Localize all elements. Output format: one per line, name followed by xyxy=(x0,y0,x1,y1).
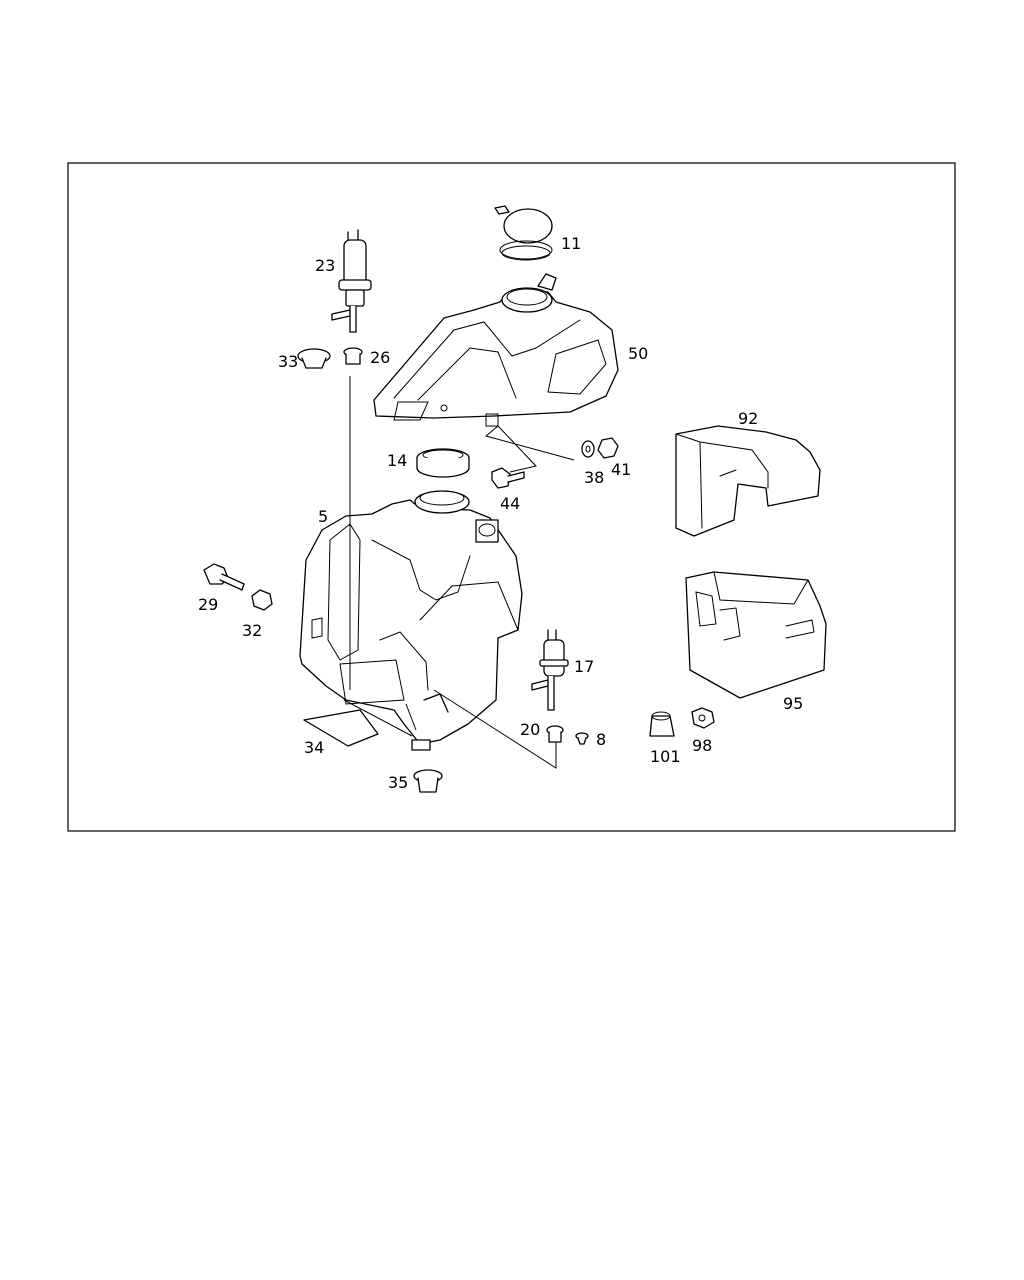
label-92: 92 xyxy=(738,409,758,428)
part-50-upper-reservoir xyxy=(373,273,619,427)
label-33: 33 xyxy=(278,352,298,371)
part-26-bushing xyxy=(343,347,363,365)
part-20-bushing xyxy=(546,725,564,743)
part-11-filler-cap xyxy=(494,205,553,261)
label-8: 8 xyxy=(596,730,606,749)
part-32-cap-nut xyxy=(251,589,273,611)
label-29: 29 xyxy=(198,595,218,614)
label-34: 34 xyxy=(304,738,324,757)
label-26: 26 xyxy=(370,348,390,367)
part-44-screw xyxy=(491,467,525,489)
diagram-frame xyxy=(67,162,956,832)
label-98: 98 xyxy=(692,736,712,755)
label-5: 5 xyxy=(318,507,328,526)
label-20: 20 xyxy=(520,720,540,739)
label-50: 50 xyxy=(628,344,648,363)
label-14: 14 xyxy=(387,451,407,470)
part-14-seal xyxy=(416,448,470,478)
part-29-valve xyxy=(203,563,245,591)
label-17: 17 xyxy=(574,657,594,676)
part-17-washer-pump xyxy=(531,629,569,711)
part-98-nut xyxy=(691,707,715,729)
part-38-washer xyxy=(581,440,595,458)
label-44: 44 xyxy=(500,494,520,513)
part-8-grommet xyxy=(575,732,589,745)
label-35: 35 xyxy=(388,773,408,792)
leader-lines-lower xyxy=(343,376,557,769)
part-34-pad xyxy=(303,709,379,747)
leader-lines-upper xyxy=(484,425,575,473)
part-33-grommet xyxy=(297,348,331,369)
part-101-bushing xyxy=(649,711,675,737)
part-23-washer-pump xyxy=(331,229,372,333)
label-23: 23 xyxy=(315,256,335,275)
label-95: 95 xyxy=(783,694,803,713)
part-95-bracket xyxy=(685,571,827,699)
label-41: 41 xyxy=(611,460,631,479)
label-38: 38 xyxy=(584,468,604,487)
part-41-nut xyxy=(597,437,619,459)
label-32: 32 xyxy=(242,621,262,640)
part-5-main-reservoir xyxy=(299,490,523,751)
part-92-cover xyxy=(675,425,821,537)
label-11: 11 xyxy=(561,234,581,253)
label-101: 101 xyxy=(650,747,681,766)
part-35-grommet xyxy=(413,769,443,793)
